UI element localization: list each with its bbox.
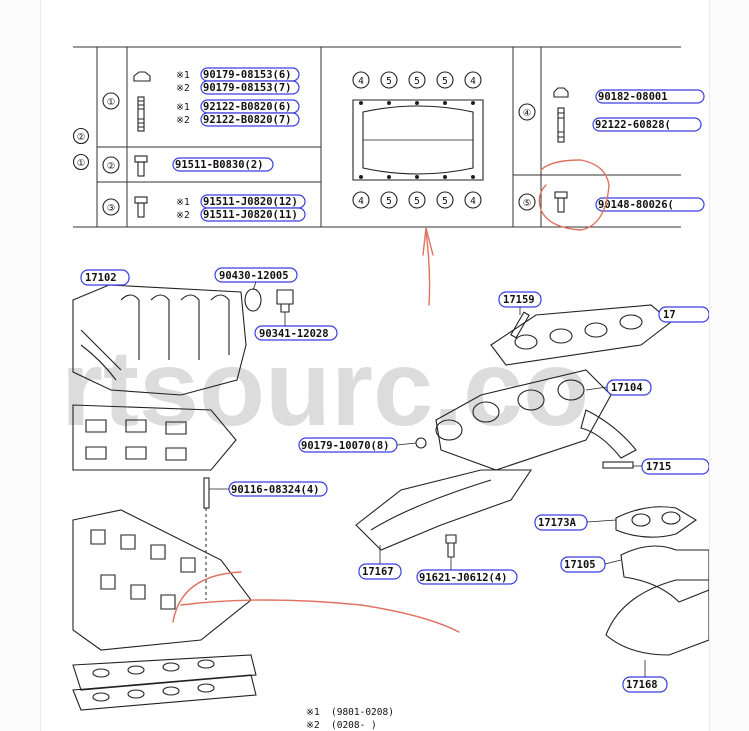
stud-drawing — [203, 477, 210, 600]
callout-label: 17104 — [611, 382, 643, 394]
row-2-number: ② — [107, 161, 116, 172]
svg-text:5: 5 — [414, 76, 420, 87]
mark: ※1 — [176, 197, 190, 208]
intake-gasket-lower-drawing — [72, 654, 257, 711]
washer-plug-drawing — [244, 288, 294, 313]
callout-label: 17 — [663, 309, 676, 321]
exhaust-manifold-drawing — [435, 369, 637, 471]
exhaust-pipe-drawing — [620, 545, 709, 603]
row-ref-2: ② — [77, 132, 86, 143]
footnotes: ※1 (9801-0208) ※2 (0208- ) — [306, 707, 394, 731]
intake-gasket-upper-drawing — [72, 404, 237, 471]
bolt-drawing — [415, 437, 457, 558]
small-stud-drawing — [510, 311, 634, 469]
heat-insulator-drawing — [355, 469, 533, 551]
part-number: 90182-08001 — [598, 91, 668, 103]
flange-bolt-icon — [134, 155, 148, 177]
callout-label: 17159 — [503, 294, 535, 306]
part-number: 90179-08153(6) — [203, 69, 292, 81]
nut-icon — [553, 87, 569, 98]
svg-text:5: 5 — [442, 196, 448, 207]
svg-text:5: 5 — [414, 196, 420, 207]
svg-text:4: 4 — [358, 196, 364, 207]
mark: ※2 — [176, 115, 190, 126]
callout-label: 90116-08324(4) — [231, 484, 320, 496]
nut-icon — [133, 71, 151, 82]
mark: ※1 — [176, 70, 190, 81]
part-number: 92122-B0820(6) — [203, 101, 292, 113]
part-number: 92122-B0820(7) — [203, 114, 292, 126]
row-4-number: ④ — [523, 108, 532, 119]
callout-label: 17167 — [362, 566, 394, 578]
row-5-number: ⑤ — [523, 198, 532, 209]
mark: ※1 — [176, 102, 190, 113]
svg-text:4: 4 — [470, 196, 476, 207]
callout-label: 90341-12028 — [259, 328, 329, 340]
handwritten-annotations — [172, 159, 610, 633]
flange-bolt-icon — [134, 196, 148, 218]
part-number: 91511-J0820(12) — [203, 196, 298, 208]
svg-text:5: 5 — [442, 76, 448, 87]
footnote-text: (9801-0208) — [331, 707, 394, 718]
callout-labels: 17102 90430-12005 90341-12028 17159 17 1… — [80, 267, 709, 693]
converter-gasket-drawing — [615, 506, 698, 538]
callout-label: 17105 — [564, 559, 596, 571]
svg-text:5: 5 — [386, 196, 392, 207]
intake-manifold-lower-drawing — [72, 509, 252, 651]
footnote-text: (0208- ) — [331, 720, 377, 731]
mark: ※2 — [176, 83, 190, 94]
callout-label: 90430-12005 — [219, 270, 289, 282]
row-ref-1: ① — [77, 158, 86, 169]
callout-label: 17168 — [626, 679, 658, 691]
part-number: 90148-80026( — [598, 199, 674, 211]
svg-text:5: 5 — [386, 76, 392, 87]
part-number: 91511-B0830(2) — [175, 159, 264, 171]
callout-label: 17173A — [538, 517, 577, 529]
parts-diagram-sheet: rtsourc.co ② ① ① ※1 90179-081 — [40, 0, 710, 731]
part-number: 90179-08153(7) — [203, 82, 292, 94]
intake-manifold-drawing — [72, 284, 247, 396]
gasket-bolt-pattern: 4 5 5 5 4 4 5 5 5 4 — [352, 71, 484, 209]
row-1-number: ① — [107, 97, 116, 108]
stud-bolt-icon — [557, 107, 565, 143]
fastener-table: ② ① ① ※1 90179-08153(6) ※2 90179-08153(7… — [72, 46, 705, 228]
part-number: 92122-60828( — [595, 119, 671, 131]
watermark: rtsourc.co — [61, 327, 589, 448]
callout-label: 1715 — [646, 461, 671, 473]
flange-bolt-icon — [554, 191, 568, 213]
footnote-mark: ※2 — [306, 720, 320, 731]
mark: ※2 — [176, 210, 190, 221]
leader-lines — [209, 281, 646, 677]
lower-insulator-drawing — [605, 579, 709, 656]
parts-diagram: rtsourc.co ② ① ① ※1 90179-081 — [61, 46, 709, 731]
footnote-mark: ※1 — [306, 707, 320, 718]
stud-bolt-icon — [137, 96, 145, 132]
row-3-number: ③ — [107, 203, 116, 214]
callout-label: 17102 — [85, 272, 117, 284]
callout-label: 91621-J0612(4) — [419, 572, 508, 584]
callout-label: 90179-10070(8) — [301, 440, 390, 452]
part-number: 91511-J0820(11) — [203, 209, 298, 221]
svg-text:4: 4 — [470, 76, 476, 87]
svg-text:4: 4 — [358, 76, 364, 87]
